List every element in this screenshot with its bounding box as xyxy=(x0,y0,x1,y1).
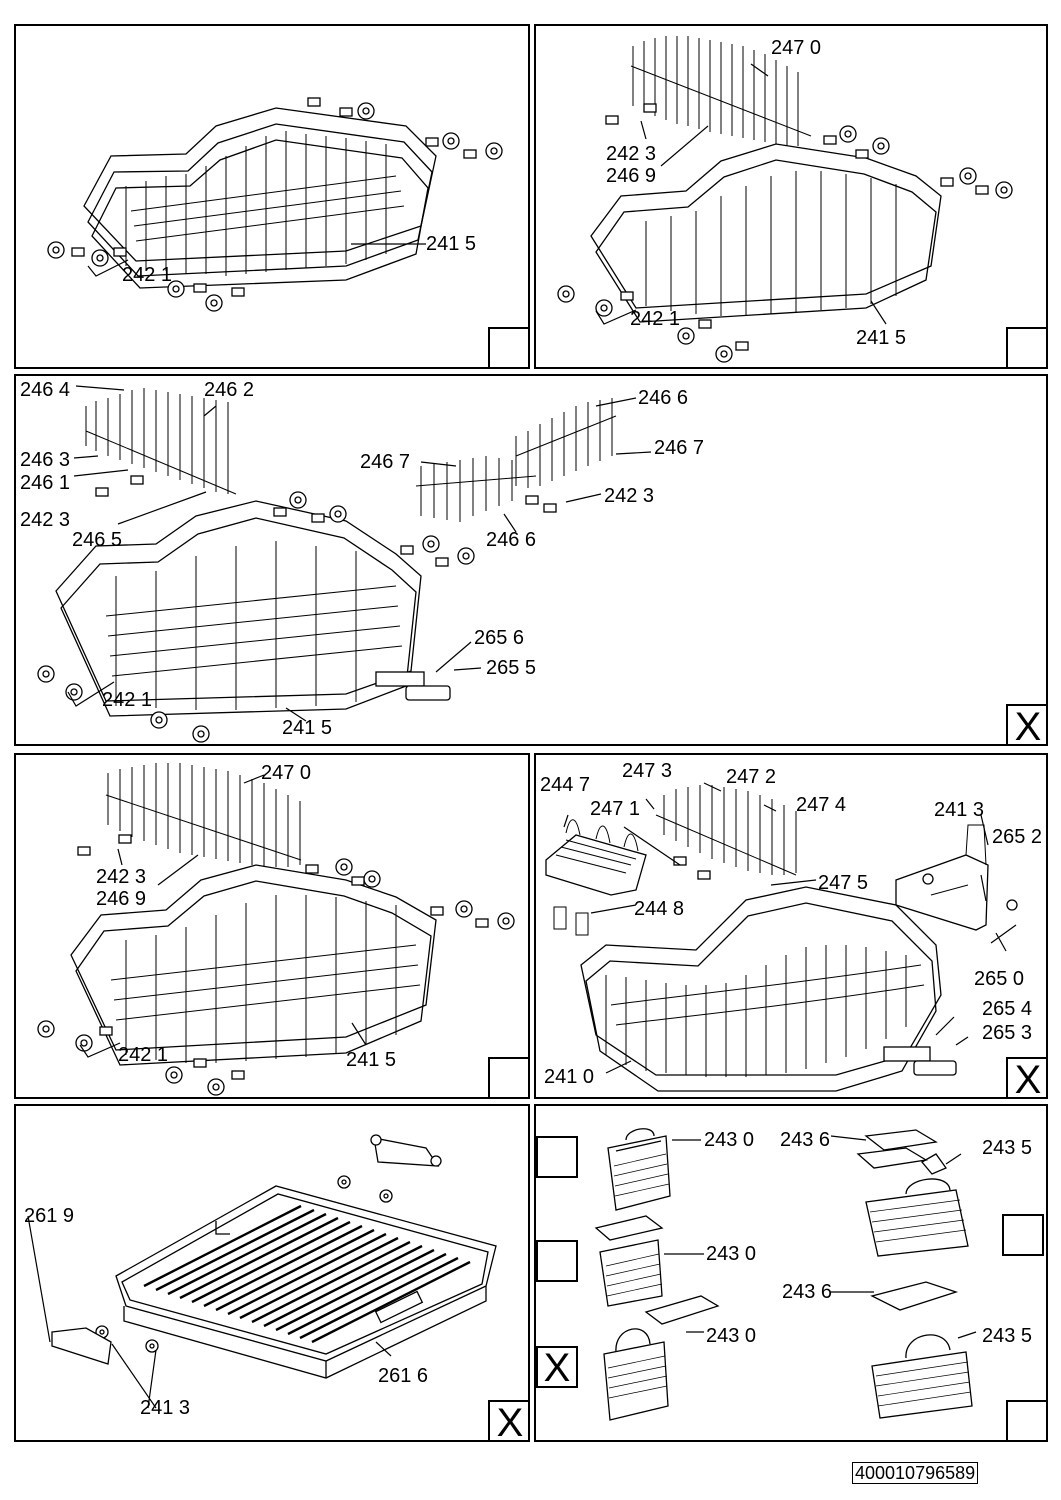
callout-label: 246 9 xyxy=(96,888,147,910)
callout-label: 243 6 xyxy=(782,1281,833,1303)
callout-label: 241 5 xyxy=(856,327,907,349)
lower-basket-exploded-drawing xyxy=(545,782,1018,1092)
callout-label: 244 8 xyxy=(634,898,685,920)
callout-label: 242 3 xyxy=(606,143,657,165)
callout-label: 246 7 xyxy=(654,437,705,459)
option-box xyxy=(536,1136,578,1178)
callout-label: 243 0 xyxy=(704,1129,755,1151)
callout-label: 241 5 xyxy=(346,1049,397,1071)
panel-cutlery-tray: 261 9 261 6 241 3 X xyxy=(14,1104,530,1442)
callout-label: 241 5 xyxy=(282,717,333,739)
cutlery-baskets-drawing xyxy=(594,1128,977,1421)
option-box xyxy=(1002,1214,1044,1256)
callout-label: 265 4 xyxy=(982,998,1033,1020)
panel-upper-basket-3: 246 4 246 2 246 3 246 1 242 3 246 5 246 … xyxy=(14,374,1048,746)
callout-label: 242 1 xyxy=(630,308,681,330)
callout-label: 242 1 xyxy=(122,264,173,286)
callout-label: 243 0 xyxy=(706,1243,757,1265)
panel-lower-basket: 244 7 247 3 247 2 247 1 247 4 241 3 265 … xyxy=(534,753,1048,1099)
panel-corner-box: X xyxy=(1006,1057,1046,1097)
callout-label: 243 5 xyxy=(982,1325,1033,1347)
callout-label: 247 5 xyxy=(818,872,869,894)
callout-label: 261 6 xyxy=(378,1365,429,1387)
callout-label: 242 3 xyxy=(96,866,147,888)
cutlery-tray-drawing xyxy=(27,1134,497,1409)
callout-label: 244 7 xyxy=(540,774,591,796)
callout-label: 241 0 xyxy=(544,1066,595,1088)
callout-label: 246 7 xyxy=(360,451,411,473)
callout-label: 247 3 xyxy=(622,760,673,782)
callout-label: 246 5 xyxy=(72,529,123,551)
panel-corner-box xyxy=(488,1057,528,1097)
panel-corner-box: X xyxy=(1006,704,1046,744)
callout-label: 242 1 xyxy=(102,689,153,711)
panel-corner-box xyxy=(1006,1400,1046,1440)
option-box: X xyxy=(536,1346,578,1388)
upper-basket-drawing xyxy=(47,97,503,312)
upper-basket-with-rack-drawing xyxy=(557,36,1013,363)
upper-basket-with-rack-drawing xyxy=(37,763,515,1096)
callout-label: 265 6 xyxy=(474,627,525,649)
callout-label: 247 0 xyxy=(261,762,312,784)
callout-label: 246 9 xyxy=(606,165,657,187)
callout-label: 246 2 xyxy=(204,379,255,401)
panel-upper-basket-2: 247 0 242 3 246 9 242 1 241 5 xyxy=(534,24,1048,369)
panel-upper-basket-4: 247 0 242 3 246 9 242 1 241 5 xyxy=(14,753,530,1099)
callout-label: 247 0 xyxy=(771,37,822,59)
callout-label: 265 3 xyxy=(982,1022,1033,1044)
callout-label: 246 6 xyxy=(638,387,689,409)
panel-corner-box xyxy=(488,327,528,367)
callout-label: 241 5 xyxy=(426,233,477,255)
callout-label: 242 3 xyxy=(604,485,655,507)
panel-corner-box: X xyxy=(488,1400,528,1440)
callout-label: 243 0 xyxy=(706,1325,757,1347)
option-box xyxy=(536,1240,578,1282)
callout-label: 242 3 xyxy=(20,509,71,531)
callout-label: 243 5 xyxy=(982,1137,1033,1159)
callout-label: 247 2 xyxy=(726,766,777,788)
callout-label: 246 1 xyxy=(20,472,71,494)
callout-label: 246 4 xyxy=(20,379,71,401)
panel-corner-box xyxy=(1006,327,1046,367)
callout-label: 247 4 xyxy=(796,794,847,816)
callout-label: 241 3 xyxy=(140,1397,191,1419)
callout-label: 246 6 xyxy=(486,529,537,551)
document-number: 400010796589 xyxy=(852,1462,979,1484)
callout-label: 247 1 xyxy=(590,798,641,820)
upper-basket-exploded-drawing xyxy=(37,385,652,743)
callout-label: 242 1 xyxy=(118,1044,169,1066)
panel-cutlery-baskets: X 243 0 243 0 243 0 243 6 243 5 243 6 24… xyxy=(534,1104,1048,1442)
panel-upper-basket-1: 241 5 242 1 xyxy=(14,24,530,369)
callout-label: 241 3 xyxy=(934,799,985,821)
callout-label: 246 3 xyxy=(20,449,71,471)
callout-label: 265 0 xyxy=(974,968,1025,990)
callout-label: 265 5 xyxy=(486,657,537,679)
callout-label: 261 9 xyxy=(24,1205,75,1227)
callout-label: 243 6 xyxy=(780,1129,831,1151)
callout-label: 265 2 xyxy=(992,826,1043,848)
